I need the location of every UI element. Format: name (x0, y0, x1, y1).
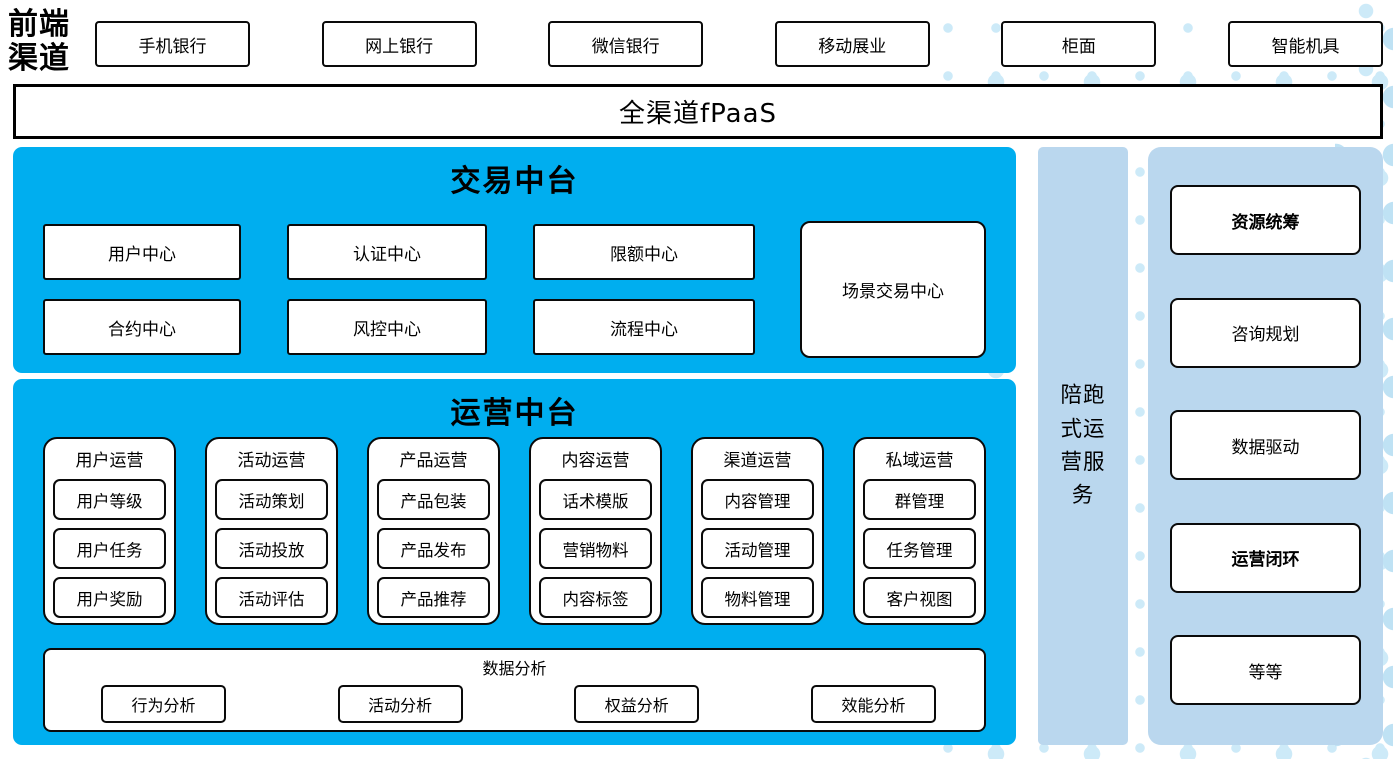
ops-item: 活动投放 (215, 528, 328, 569)
center-scene-transaction: 场景交易中心 (800, 221, 986, 358)
ops-column-private-domain: 私域运营 群管理 任务管理 客户视图 (853, 437, 986, 625)
ops-item: 用户等级 (53, 479, 166, 520)
ops-item: 产品发布 (377, 528, 490, 569)
service-consulting: 咨询规划 (1170, 297, 1361, 368)
operation-columns: 用户运营 用户等级 用户任务 用户奖励 活动运营 活动策划 活动投放 活动评估 … (43, 437, 986, 627)
operation-platform-title: 运营中台 (450, 396, 579, 431)
ops-item: 产品推荐 (377, 577, 490, 618)
center-contract: 合约中心 (43, 299, 241, 355)
channel-mobile-sales: 移动展业 (774, 21, 930, 67)
ops-item: 产品包装 (377, 479, 490, 520)
ops-column-header: 用户运营 (75, 451, 144, 471)
center-limit: 限额中心 (533, 224, 755, 280)
ops-item: 活动评估 (215, 577, 328, 618)
channels-row: 手机银行 网上银行 微信银行 移动展业 柜面 智能机具 (95, 21, 1383, 67)
ops-column-header: 内容运营 (561, 451, 630, 471)
transaction-platform-title: 交易中台 (450, 164, 579, 199)
ops-item: 客户视图 (863, 577, 976, 618)
service-resource-planning: 资源统筹 (1170, 185, 1361, 255)
ops-column-channel: 渠道运营 内容管理 活动管理 物料管理 (691, 437, 824, 625)
ops-column-header: 活动运营 (237, 451, 306, 471)
data-analysis-header: 数据分析 (482, 659, 547, 678)
center-risk: 风控中心 (287, 299, 487, 355)
accompany-service-bar: 陪跑式运营服务 (1038, 147, 1128, 745)
ops-item: 内容标签 (539, 577, 652, 618)
ops-column-header: 私域运营 (885, 451, 954, 471)
service-etc: 等等 (1170, 635, 1361, 705)
ops-column-header: 渠道运营 (723, 451, 792, 471)
ops-item: 活动策划 (215, 479, 328, 520)
transaction-platform-panel: 交易中台 用户中心 认证中心 限额中心 合约中心 风控中心 流程中心 场景交易中… (13, 147, 1016, 373)
ops-column-product: 产品运营 产品包装 产品发布 产品推荐 (367, 437, 500, 625)
accompany-service-label: 陪跑式运营服务 (1060, 383, 1106, 509)
channel-mobile-banking: 手机银行 (95, 21, 250, 67)
channel-smart-devices: 智能机具 (1227, 21, 1383, 67)
ops-item: 话术模版 (539, 479, 652, 520)
channel-counter: 柜面 (1001, 21, 1157, 67)
center-user: 用户中心 (43, 224, 241, 280)
analysis-benefit: 权益分析 (574, 685, 700, 723)
ops-item: 用户奖励 (53, 577, 166, 618)
ops-column-content: 内容运营 话术模版 营销物料 内容标签 (529, 437, 662, 625)
analysis-efficiency: 效能分析 (810, 685, 936, 723)
service-items-panel: 资源统筹 咨询规划 数据驱动 运营闭环 等等 (1148, 147, 1383, 745)
ops-item: 群管理 (863, 479, 976, 520)
fpaas-bar: 全渠道fPaaS (13, 84, 1383, 139)
analysis-behavior: 行为分析 (101, 685, 226, 723)
frontend-channels-label: 前端渠道 (8, 7, 70, 77)
ops-column-activity: 活动运营 活动策划 活动投放 活动评估 (205, 437, 338, 625)
operation-platform-panel: 运营中台 用户运营 用户等级 用户任务 用户奖励 活动运营 活动策划 活动投放 … (13, 379, 1016, 745)
ops-item: 营销物料 (539, 528, 652, 569)
data-analysis-row: 行为分析 活动分析 权益分析 效能分析 (45, 679, 984, 723)
ops-column-header: 产品运营 (399, 451, 468, 471)
ops-column-user: 用户运营 用户等级 用户任务 用户奖励 (43, 437, 176, 625)
channel-wechat-banking: 微信银行 (548, 21, 704, 67)
analysis-activity: 活动分析 (337, 685, 463, 723)
data-analysis-container: 数据分析 行为分析 活动分析 权益分析 效能分析 (43, 648, 986, 732)
channel-online-banking: 网上银行 (321, 21, 477, 67)
ops-item: 任务管理 (863, 528, 976, 569)
center-auth: 认证中心 (287, 224, 487, 280)
ops-item: 物料管理 (701, 577, 814, 618)
ops-item: 内容管理 (701, 479, 814, 520)
center-process: 流程中心 (533, 299, 755, 355)
service-operation-loop: 运营闭环 (1170, 522, 1361, 593)
ops-item: 活动管理 (701, 528, 814, 569)
ops-item: 用户任务 (53, 528, 166, 569)
service-data-driven: 数据驱动 (1170, 410, 1361, 480)
